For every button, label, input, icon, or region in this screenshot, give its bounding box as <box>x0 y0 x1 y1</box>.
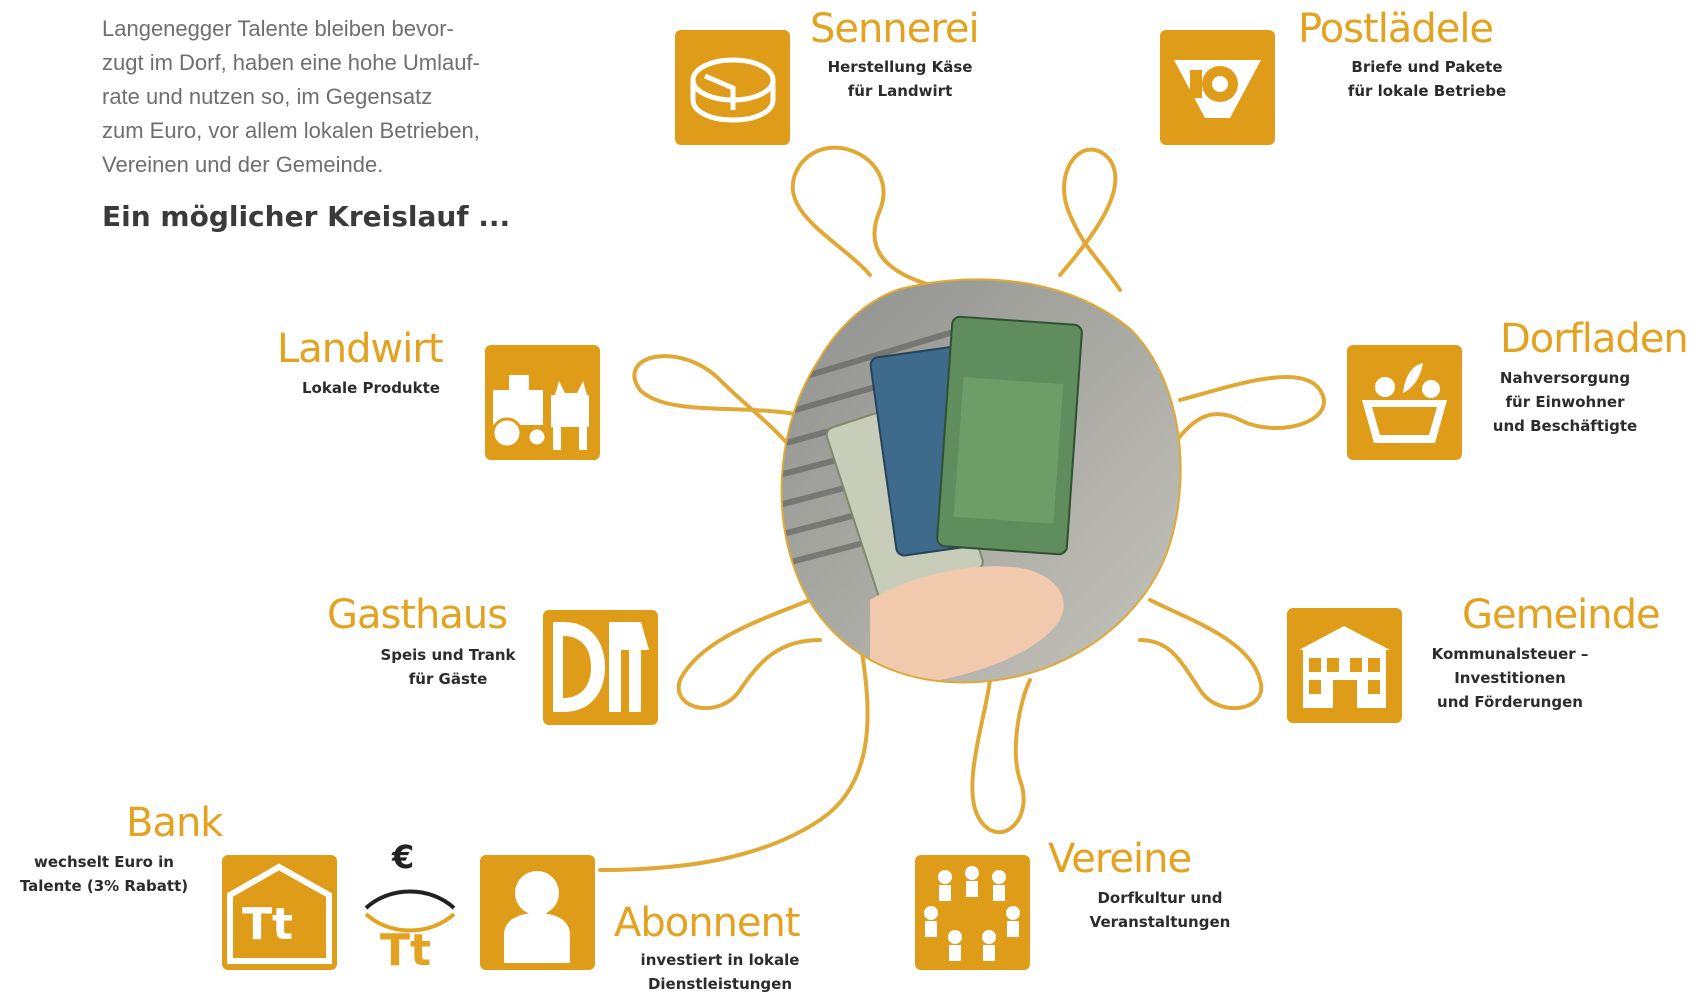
desc-line: für Landwirt <box>847 82 953 100</box>
intro-line: rate und nutzen so, im Gegensatz <box>102 84 433 109</box>
sennerei-title: Sennerei <box>810 6 980 52</box>
intro-line: zum Euro, vor allem lokalen Betrieben, <box>102 118 480 143</box>
desc-line: für Einwohner <box>1505 393 1625 411</box>
desc-line: wechselt Euro in <box>34 853 174 871</box>
gemeinde-desc: Kommunalsteuer – Investitionen und Förde… <box>1410 642 1610 714</box>
gasthaus-icon-box <box>543 610 658 725</box>
desc-line: Speis und Trank <box>380 646 516 664</box>
bank-icon-box: Tt <box>222 855 337 970</box>
desc-line: Dienstleistungen <box>647 975 793 993</box>
dorfladen-title: Dorfladen <box>1500 316 1689 362</box>
exchange-arrows-icon <box>364 889 456 933</box>
postladele-icon-box <box>1160 30 1275 145</box>
person-icon <box>504 871 570 963</box>
bank-icon-text: Tt <box>242 899 294 950</box>
landwirt-title: Landwirt <box>277 326 443 372</box>
dorfladen-icon-box <box>1347 345 1462 460</box>
desc-line: Lokale Produkte <box>302 379 440 397</box>
desc-line: Talente (3% Rabatt) <box>19 877 189 895</box>
desc-line: und Förderungen <box>1437 693 1583 711</box>
intro-line: zugt im Dorf, haben eine hohe Umlauf- <box>102 50 480 75</box>
landwirt-desc: Lokale Produkte <box>302 376 440 400</box>
sennerei-desc: Herstellung Käse für Landwirt <box>820 55 980 103</box>
talente-photo <box>760 270 1200 700</box>
talent-symbol: Tt <box>380 925 432 976</box>
intro-text: Langenegger Talente bleiben bevor- zugt … <box>102 12 622 182</box>
abonnent-desc: investiert in lokale Dienstleistungen <box>620 948 820 996</box>
vereine-title: Vereine <box>1048 836 1192 882</box>
vereine-desc: Dorfkultur und Veranstaltungen <box>1070 886 1250 934</box>
abonnent-title: Abonnent <box>614 900 801 946</box>
dorfladen-desc: Nahversorgung für Einwohner und Beschäft… <box>1470 366 1660 438</box>
post-horn-icon <box>1174 60 1261 118</box>
plate-cutlery-icon <box>553 622 649 712</box>
tractor-cow-icon <box>491 375 589 450</box>
desc-line: für Gäste <box>408 670 488 688</box>
desc-line: Briefe und Pakete <box>1351 58 1503 76</box>
townhall-icon <box>1299 626 1390 708</box>
desc-line: Investitionen <box>1454 669 1566 687</box>
desc-line: Nahversorgung <box>1499 369 1631 387</box>
headline: Ein möglicher Kreislauf ... <box>102 200 511 233</box>
bank-title: Bank <box>126 800 223 846</box>
vereine-icon-box <box>915 855 1030 970</box>
landwirt-icon-box <box>485 345 600 460</box>
bank-tt-icon <box>227 863 332 964</box>
desc-line: investiert in lokale <box>640 951 800 969</box>
bank-desc: wechselt Euro in Talente (3% Rabatt) <box>4 850 204 898</box>
desc-line: für lokale Betriebe <box>1347 82 1507 100</box>
postladele-desc: Briefe und Pakete für lokale Betriebe <box>1322 55 1532 103</box>
abonnent-icon-box <box>480 855 595 970</box>
gasthaus-title: Gasthaus <box>327 592 508 638</box>
desc-line: Kommunalsteuer – <box>1431 645 1589 663</box>
desc-line: und Beschäftigte <box>1492 417 1638 435</box>
postladele-title: Postlädele <box>1298 6 1494 52</box>
photo-illustration <box>782 280 1180 682</box>
cheese-icon <box>690 57 776 123</box>
desc-line: Dorfkultur und <box>1097 889 1223 907</box>
gasthaus-desc: Speis und Trank für Gäste <box>363 643 533 691</box>
intro-line: Vereinen und der Gemeinde. <box>102 152 384 177</box>
intro-line: Langenegger Talente bleiben bevor- <box>102 16 454 41</box>
basket-icon <box>1362 363 1447 443</box>
gemeinde-title: Gemeinde <box>1462 592 1661 638</box>
desc-line: Veranstaltungen <box>1089 913 1231 931</box>
people-group-icon <box>924 866 1020 961</box>
desc-line: Herstellung Käse <box>827 58 973 76</box>
gemeinde-icon-box <box>1287 608 1402 723</box>
sennerei-icon-box <box>675 30 790 145</box>
euro-symbol: € <box>392 838 415 876</box>
